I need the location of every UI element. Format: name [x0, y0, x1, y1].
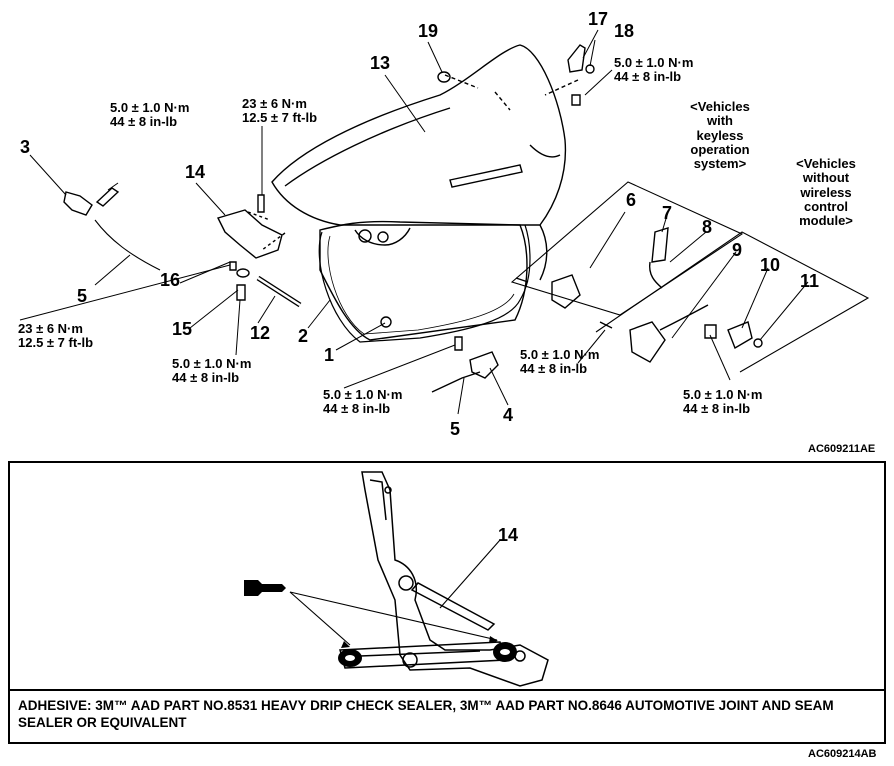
part-label-14-detail: 14	[498, 525, 519, 545]
cable-5-left	[94, 219, 161, 271]
bumper-1	[380, 316, 392, 328]
torque-spec-lock-top: 5.0 ± 1.0 N·m 44 ± 8 in-lb	[110, 100, 190, 130]
cable-5-right	[431, 371, 481, 393]
part-label-5-left: 5	[77, 286, 88, 306]
torque-spec-hinge-top: 23 ± 6 N·m 12.5 ± 7 ft-lb	[242, 96, 318, 126]
part-label-8: 8	[702, 217, 713, 237]
part-label-17: 17	[588, 9, 609, 29]
actuator-3	[63, 191, 93, 216]
part-label-10: 10	[760, 255, 781, 275]
latch-6	[551, 274, 581, 309]
sealer-tube-icon	[244, 580, 286, 596]
detail-frame	[8, 461, 886, 691]
part-label-14: 14	[185, 162, 206, 182]
part-label-12: 12	[250, 323, 271, 343]
part-label-1: 1	[324, 345, 335, 365]
part-label-18: 18	[614, 21, 635, 41]
adhesive-note-frame	[8, 689, 886, 744]
part-label-5-right: 5	[450, 419, 461, 439]
torque-spec-bolt-10: 5.0 ± 1.0 N·m 44 ± 8 in-lb	[683, 387, 763, 417]
hinge-14	[217, 209, 283, 259]
hinge-strut	[410, 582, 496, 631]
part-label-16: 16	[160, 270, 181, 290]
figure-code-upper: AC609211AE	[808, 443, 876, 455]
bracket-10	[727, 321, 753, 350]
torque-spec-bolt-4: 5.0 ± 1.0 N·m 44 ± 8 in-lb	[323, 387, 403, 417]
bolt-18	[571, 94, 581, 106]
hinge-arm-vertical	[361, 471, 549, 687]
bolt-11	[753, 338, 763, 348]
actuator-9	[629, 321, 666, 363]
part-label-9: 9	[732, 240, 743, 260]
part-label-19: 19	[418, 21, 439, 41]
weatherstrip-2	[318, 224, 531, 343]
bracket-17	[567, 44, 586, 73]
part-label-6: 6	[626, 190, 637, 210]
adhesive-note: ADHESIVE: 3M™ AAD PART NO.8531 HEAVY DRI…	[18, 698, 834, 730]
part-label-11: 11	[800, 271, 820, 291]
switch-7	[651, 227, 669, 263]
torque-spec-bolt-15: 5.0 ± 1.0 N·m 44 ± 8 in-lb	[172, 356, 252, 386]
nut-18	[585, 64, 595, 74]
note-keyless: <Vehicles with keyless operation system>	[690, 99, 750, 172]
part-label-15: 15	[172, 319, 193, 339]
lid-lower-panel	[319, 220, 528, 341]
note-wireless: <Vehicles without wireless control modul…	[796, 156, 856, 229]
part-label-2: 2	[298, 326, 309, 346]
part-label-3: 3	[20, 137, 31, 157]
torque-spec-hinge-low: 23 ± 6 N·m 12.5 ± 7 ft-lb	[18, 321, 94, 351]
bolt-hinge-top	[257, 194, 265, 213]
bolt-15	[236, 284, 246, 301]
harness-8	[648, 261, 663, 289]
figure-code-lower: AC609214AB	[808, 748, 877, 760]
part-label-13: 13	[370, 53, 391, 73]
plug-19	[437, 71, 451, 83]
part-label-4: 4	[503, 405, 514, 425]
torque-spec-bolt-9: 5.0 ± 1.0 N·m 44 ± 8 in-lb	[520, 347, 600, 377]
trunk-lid-13	[271, 44, 567, 226]
part-label-7: 7	[662, 203, 673, 223]
torque-spec-bolt-18: 5.0 ± 1.0 N·m 44 ± 8 in-lb	[614, 55, 694, 85]
